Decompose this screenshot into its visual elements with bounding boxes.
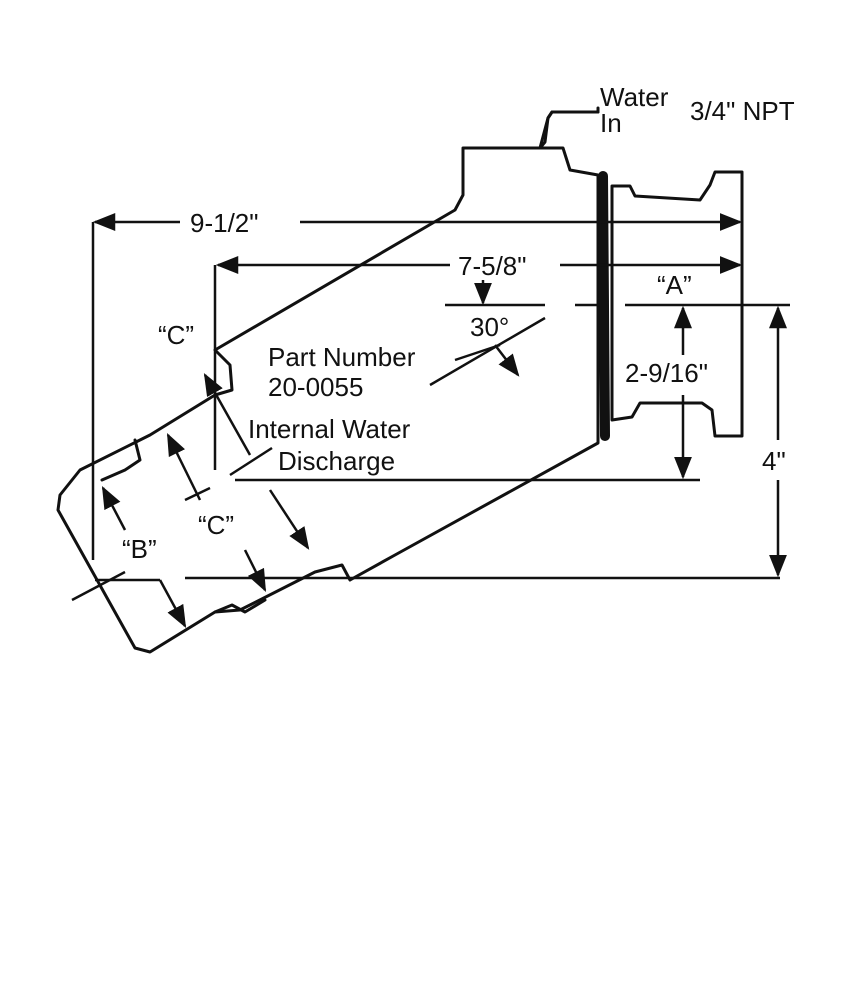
npt-label: 3/4" NPT — [690, 96, 795, 126]
dim-30-label: 30° — [470, 312, 509, 342]
part-number-label-1: Part Number — [268, 342, 416, 372]
angle-arrow-bottom — [494, 344, 520, 377]
dim-b-arrow-a — [101, 486, 127, 531]
pipe-end-ridges — [100, 438, 267, 614]
dim-4-label: 4" — [762, 446, 786, 476]
dim-c-top-arrow-a — [203, 373, 252, 456]
part-number-label-2: 20-0055 — [268, 372, 363, 402]
internal-water-label-1: Internal Water — [248, 414, 411, 444]
inlet-leader — [538, 110, 600, 150]
dim-9-1-2-label: 9-1/2" — [190, 208, 259, 238]
gasket — [598, 171, 610, 441]
dim-2-9-16-label: 2-9/16" — [625, 358, 708, 388]
bottom-centerline-tick — [71, 570, 126, 602]
water-in-label-1: Water — [600, 82, 669, 112]
dim-b-label: “B” — [122, 534, 157, 564]
dim-7-5-8-label: 7-5/8" — [458, 251, 527, 281]
dim-c-bottom-tick — [184, 486, 211, 502]
dim-a-label: “A” — [657, 270, 692, 300]
dim-c-bottom-label: “C” — [198, 510, 234, 540]
dim-c-bottom-arrow-a — [166, 432, 202, 501]
discharge-tick — [229, 446, 273, 477]
internal-water-label-2: Discharge — [278, 446, 395, 476]
flange-fitting — [610, 170, 744, 438]
dim-c-top-arrow-b — [268, 489, 310, 550]
dim-b-arrow-b — [158, 579, 187, 628]
dim-c-top-label: “C” — [158, 320, 194, 350]
part-number-leader — [454, 343, 501, 362]
water-in-label-2: In — [600, 108, 622, 138]
dim-c-bottom-arrow-b — [243, 549, 267, 593]
angle-line — [429, 316, 546, 387]
